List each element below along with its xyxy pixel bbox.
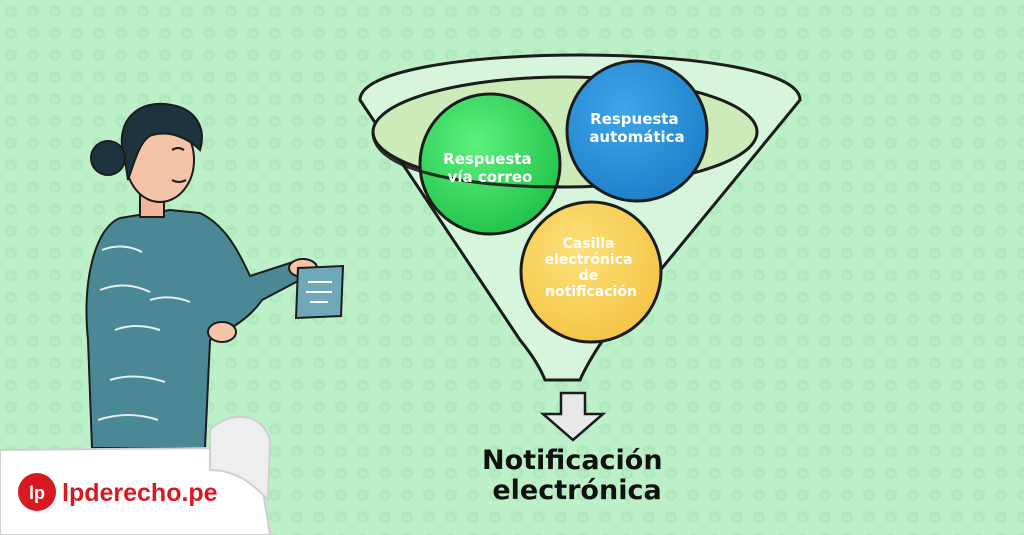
- paper-lines: [306, 281, 332, 303]
- circle-respuesta-via-correo: [418, 92, 562, 236]
- outcome-line-1: Notificación: [482, 445, 663, 476]
- eye: [171, 147, 185, 151]
- logo-letters: lp: [29, 483, 45, 503]
- woman-illustration: [85, 102, 345, 449]
- label-line: Respuesta: [590, 110, 678, 128]
- hair-bun: [90, 140, 126, 176]
- sweater: [85, 208, 302, 449]
- label-automatica: Respuesta automática: [589, 110, 684, 146]
- label-line: de: [579, 268, 599, 284]
- outcome-line-2: electrónica: [492, 475, 661, 506]
- left-hand: [207, 321, 237, 343]
- label-line: Respuesta: [443, 150, 531, 168]
- label-line: vía correo: [448, 168, 533, 186]
- label-line: automática: [589, 128, 684, 146]
- circle-respuesta-automatica: [565, 59, 709, 203]
- outcome-title: Notificación electrónica: [482, 445, 672, 506]
- mouth: [171, 179, 187, 183]
- label-line: electrónica: [545, 252, 633, 268]
- brand-banner: lp lpderecho.pe: [0, 415, 272, 535]
- funnel-rim-front: [371, 131, 566, 189]
- lp-logo-icon: [18, 473, 56, 511]
- sweater-pattern: [97, 245, 191, 421]
- down-arrow-icon: [539, 391, 607, 442]
- label-line: Casilla: [563, 236, 615, 252]
- label-casilla: Casilla electrónica de notificación: [545, 236, 638, 300]
- label-via-correo: Respuesta vía correo: [443, 150, 537, 186]
- label-line: notificación: [545, 284, 637, 300]
- circle-casilla-electronica: [519, 200, 663, 344]
- brand-name: lpderecho.pe: [62, 479, 218, 507]
- paper-curl: [209, 415, 272, 503]
- hair: [120, 102, 203, 181]
